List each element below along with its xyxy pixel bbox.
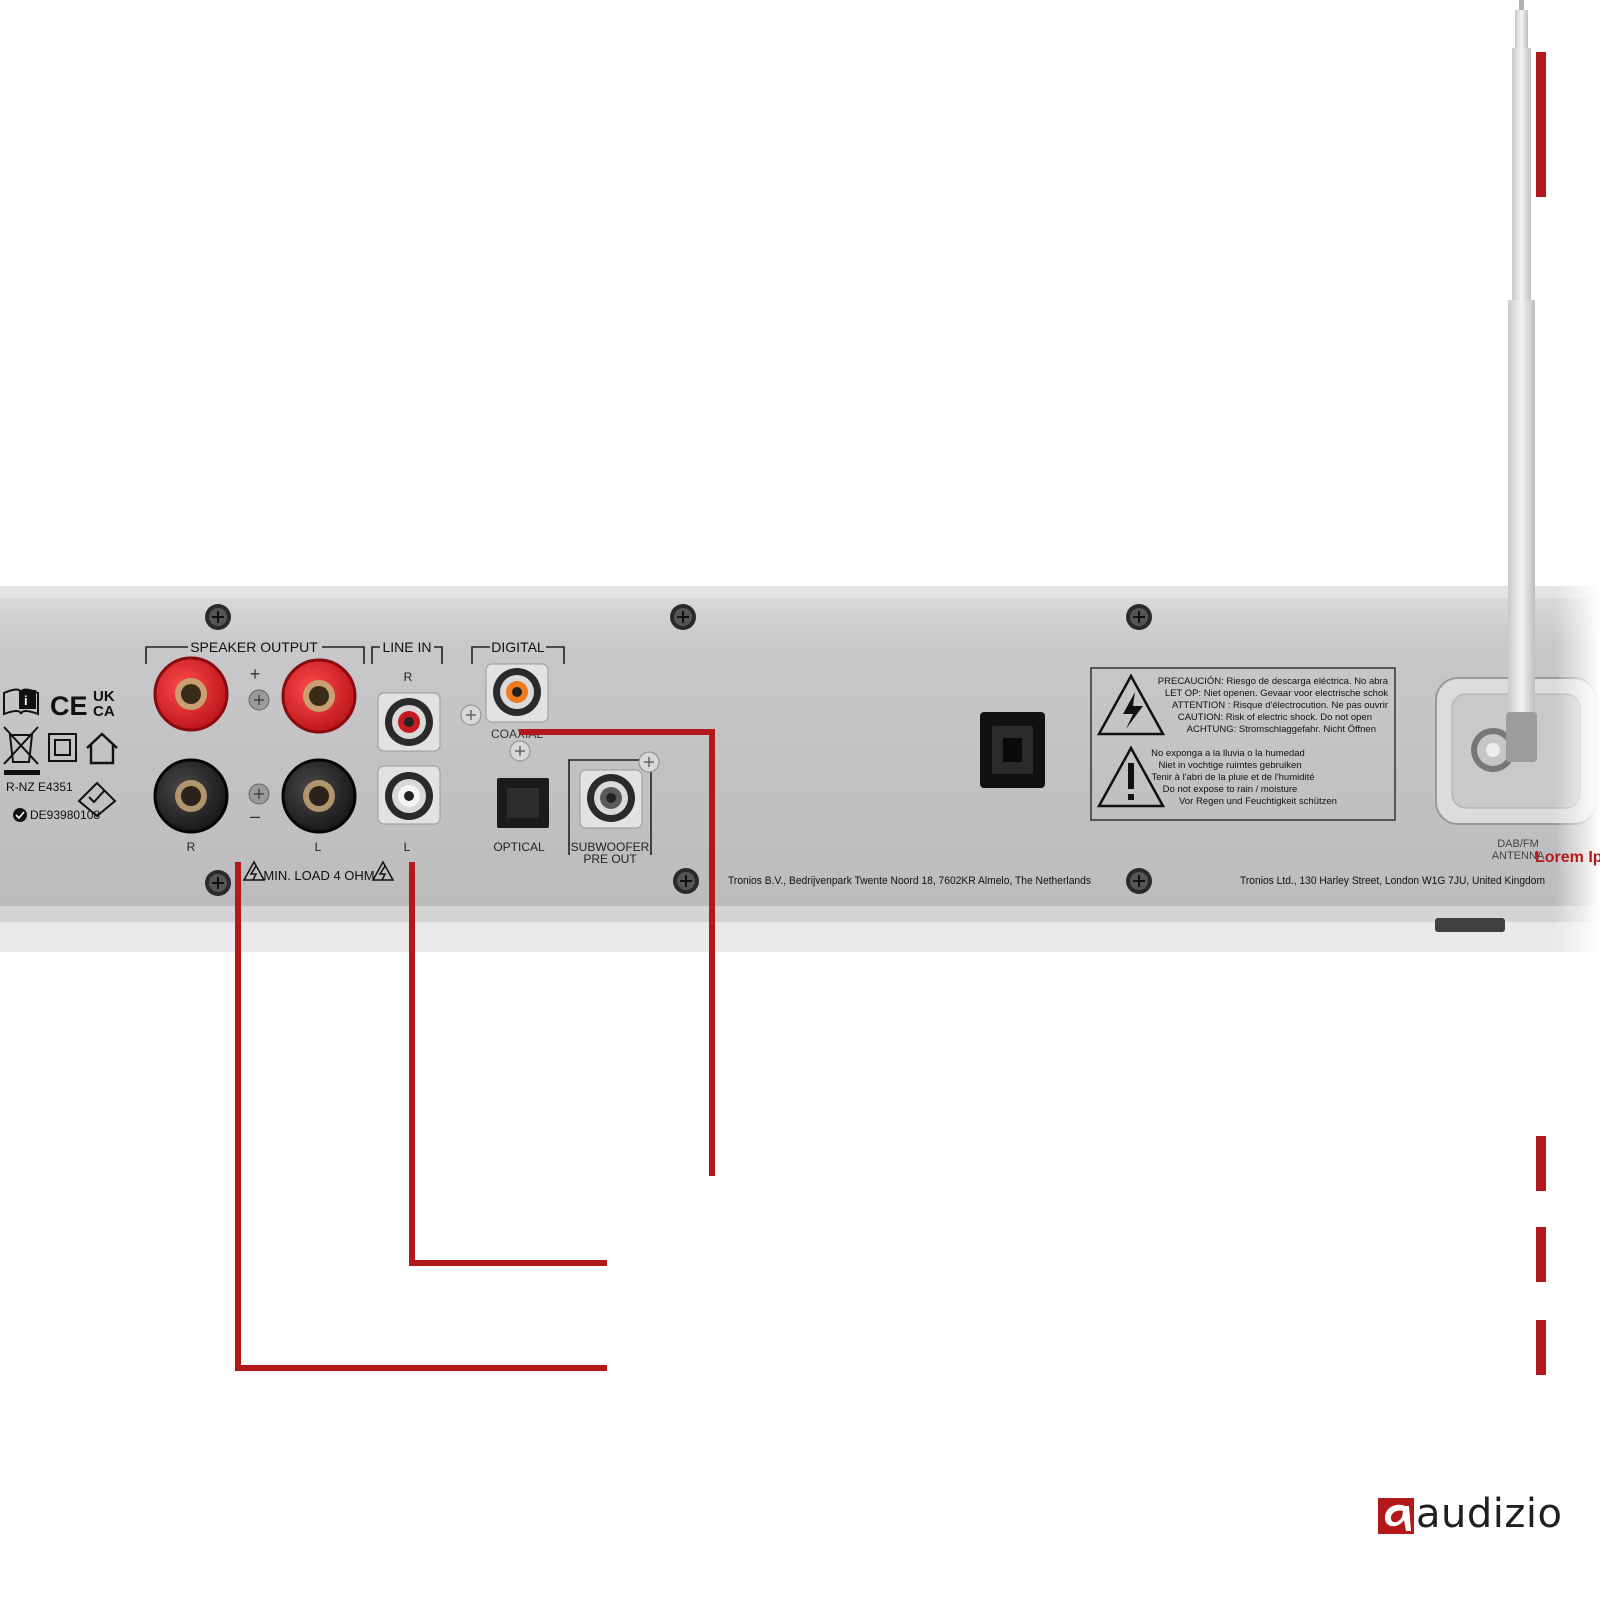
exclamation-warning-icon xyxy=(1096,745,1166,808)
antenna-callout-dashes xyxy=(1536,52,1546,1375)
screw-icon xyxy=(205,604,1152,896)
svg-text:Tenir à l'abri de la pluie et: Tenir à l'abri de la pluie et de l'humid… xyxy=(1151,772,1314,783)
svg-text:Do not expose to rain / moistu: Do not expose to rain / moisture xyxy=(1163,784,1298,795)
svg-text:ACHTUNG: Stromschlaggefahr. Ni: ACHTUNG: Stromschlaggefahr. Nicht Öffnen xyxy=(1187,724,1376,735)
manual-icon: i xyxy=(3,688,39,716)
callout-lines xyxy=(235,729,715,1371)
speaker-l-label: L xyxy=(315,840,322,854)
svg-text:ATTENTION : Risque d'électrocu: ATTENTION : Risque d'électrocution. Ne p… xyxy=(1172,700,1388,711)
ukca-mark-bottom: CA xyxy=(93,703,115,720)
optical-label: OPTICAL xyxy=(493,840,545,854)
indoor-use-icon xyxy=(86,732,118,765)
speaker-output-label: SPEAKER OUTPUT xyxy=(190,639,318,655)
svg-text:Vor Regen und Feuchtigkeit sch: Vor Regen und Feuchtigkeit schützen xyxy=(1179,796,1337,807)
warning-shock-text: PRECAUCIÓN: Riesgo de descarga eléctrica… xyxy=(1158,676,1389,735)
ce-mark-icon: CE xyxy=(50,691,88,721)
min-load-warning-icon xyxy=(242,860,395,881)
de-mark-icon xyxy=(13,808,27,822)
speaker-post-l-plus[interactable] xyxy=(281,658,357,734)
subwoofer-label-1: SUBWOOFER xyxy=(571,840,650,854)
de-number-label: DE93980108 xyxy=(30,808,100,822)
small-screw-icon xyxy=(248,689,660,805)
coaxial-jack[interactable] xyxy=(485,663,549,723)
double-insulation-icon xyxy=(48,733,77,762)
svg-text:i: i xyxy=(24,693,28,708)
digital-label: DIGITAL xyxy=(491,639,545,655)
speaker-post-r-minus[interactable] xyxy=(153,758,229,834)
speaker-r-label: R xyxy=(187,840,196,854)
line-in-r-label: R xyxy=(404,670,413,684)
audizio-logo-icon xyxy=(1378,1498,1414,1534)
rnz-label: R-NZ E4351 xyxy=(6,780,73,794)
warning-moisture-text: No exponga a la lluvia o la humedad Niet… xyxy=(1151,748,1337,807)
antenna-rod xyxy=(1506,0,1537,762)
antenna-label-2: ANTENNA xyxy=(1492,850,1545,862)
minus-label: – xyxy=(250,806,260,826)
svg-text:Niet in vochtige ruimtes gebru: Niet in vochtige ruimtes gebruiken xyxy=(1158,760,1301,771)
line-in-l-label: L xyxy=(404,840,411,854)
shock-warning-icon xyxy=(1096,673,1166,736)
min-load-label: MIN. LOAD 4 OHM xyxy=(263,868,374,883)
speaker-post-l-minus[interactable] xyxy=(281,758,357,834)
rcm-mark-icon xyxy=(77,781,117,818)
brand-name: audizio xyxy=(1416,1491,1563,1537)
plus-label: + xyxy=(250,664,261,684)
rca-line-in-l[interactable] xyxy=(377,765,441,825)
rca-line-in-r[interactable] xyxy=(377,692,441,752)
svg-text:CAUTION: Risk of electric shoc: CAUTION: Risk of electric shock. Do not … xyxy=(1178,712,1372,723)
svg-text:PRECAUCIÓN: Riesgo de descarga: PRECAUCIÓN: Riesgo de descarga eléctrica… xyxy=(1158,676,1389,687)
svg-text:LET OP: Niet openen. Gevaar vo: LET OP: Niet openen. Gevaar voor electri… xyxy=(1165,688,1388,699)
line-in-label: LINE IN xyxy=(382,639,431,655)
antenna-label-1: DAB/FM xyxy=(1497,838,1539,850)
speaker-post-r-plus[interactable] xyxy=(153,656,229,732)
group-brackets xyxy=(145,646,652,855)
antenna-callout-label: Lorem Ip xyxy=(1535,849,1600,866)
subwoofer-label-2: PRE OUT xyxy=(583,852,637,866)
ukca-mark-top: UK xyxy=(93,688,115,705)
address-nl: Tronios B.V., Bedrijvenpark Twente Noord… xyxy=(728,875,1091,887)
weee-bin-icon xyxy=(3,726,40,775)
svg-text:No exponga a la lluvia o la hu: No exponga a la lluvia o la humedad xyxy=(1151,748,1305,759)
service-port[interactable] xyxy=(980,712,1045,788)
address-uk: Tronios Ltd., 130 Harley Street, London … xyxy=(1240,875,1545,887)
optical-port[interactable] xyxy=(497,778,549,828)
subwoofer-pre-out-jack[interactable] xyxy=(579,769,643,829)
